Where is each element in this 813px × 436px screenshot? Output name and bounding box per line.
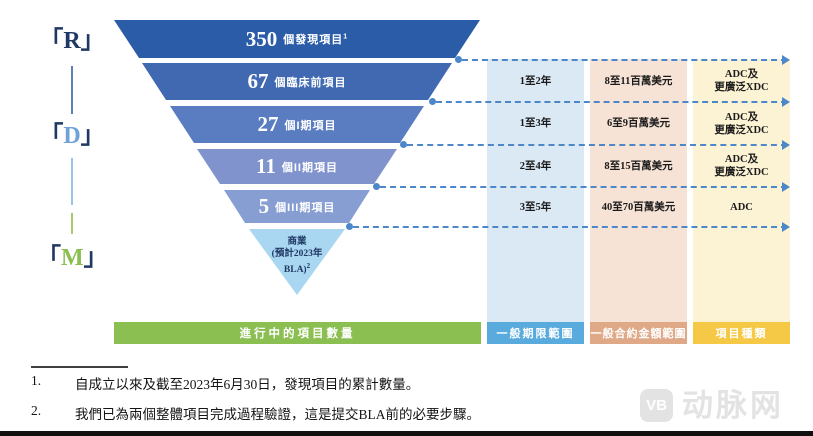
m-letter: M bbox=[61, 245, 84, 271]
ongoing-projects-bar: 進行中的項目數量 bbox=[114, 322, 481, 344]
duration-cell: 3至5年 bbox=[519, 201, 552, 213]
arrow-right-icon bbox=[782, 222, 790, 232]
footnote-marker: 1 bbox=[343, 33, 349, 41]
footnote-number: 2. bbox=[31, 403, 42, 418]
column-duration-range: 1至2年 1至3年 2至4年 3至5年 一般期限範圍 bbox=[487, 59, 584, 344]
bottom-edge-divider bbox=[0, 431, 813, 436]
r-letter: R bbox=[63, 28, 81, 54]
d-stage-label: 「D」 bbox=[37, 122, 107, 150]
contract-value-cell: 8至15百萬美元 bbox=[604, 160, 673, 172]
column-contract-value-range: 8至11百萬美元 6至9百萬美元 8至15百萬美元 40至70百萬美元 一般合約… bbox=[590, 59, 687, 344]
connector-dot bbox=[429, 98, 436, 105]
m-connector-line bbox=[71, 213, 73, 234]
bracket-open: 「 bbox=[37, 245, 61, 271]
m-stage-label: 「M」 bbox=[37, 244, 108, 272]
d-to-m-connector-line bbox=[71, 158, 73, 205]
project-type-column-header: 項目種類 bbox=[693, 322, 790, 344]
stage-count: 11 bbox=[256, 154, 276, 178]
arrow-right-icon bbox=[782, 97, 790, 107]
stage-label: 個臨床前項目 bbox=[274, 76, 347, 89]
dashed-connector bbox=[429, 97, 790, 107]
footnote-2: 2. 我們已為兩個整體項目完成過程驗證，這是提交BLA前的必要步驟。 bbox=[31, 403, 751, 423]
footnote-text: 我們已為兩個整體項目完成過程驗證，這是提交BLA前的必要步驟。 bbox=[75, 407, 480, 422]
project-type-cell: ADC bbox=[730, 201, 753, 213]
watermark-text: 动脉网 bbox=[682, 388, 784, 423]
funnel-stage-discovery: 350 個發現項目1 bbox=[114, 20, 480, 58]
contract-value-cell: 40至70百萬美元 bbox=[601, 201, 676, 213]
duration-column-header: 一般期限範圍 bbox=[487, 322, 584, 344]
bracket-close: 」 bbox=[83, 245, 108, 271]
project-type-cell: ADC及更廣泛XDC bbox=[714, 69, 769, 93]
contract-value-cell: 6至9百萬美元 bbox=[607, 118, 670, 129]
connector-dot bbox=[346, 223, 353, 230]
r-stage-label: 「R」 bbox=[37, 27, 107, 55]
funnel-stage-preclinical: 67 個臨床前項目 bbox=[142, 63, 452, 100]
contract-value-column-header: 一般合約金額範圍 bbox=[590, 322, 687, 344]
dashed-connector bbox=[346, 222, 790, 232]
bracket-open: 「 bbox=[39, 28, 64, 54]
dashed-connector bbox=[455, 55, 790, 65]
arrow-right-icon bbox=[782, 140, 790, 150]
project-type-cell: ADC及更廣泛XDC bbox=[714, 154, 769, 178]
stage-count: 27 bbox=[257, 112, 279, 136]
footnote-marker: 2 bbox=[306, 262, 311, 270]
contract-value-cell: 8至11百萬美元 bbox=[604, 75, 673, 87]
bracket-open: 「 bbox=[39, 123, 64, 149]
watermark: VB 动脉网 bbox=[640, 389, 784, 422]
connector-dot bbox=[400, 141, 407, 148]
connector-dot bbox=[455, 56, 462, 63]
commercial-stage-text: 商業 (預計2023年 BLA)2 bbox=[271, 237, 323, 276]
stage-count: 5 bbox=[258, 194, 270, 218]
dashed-connector bbox=[373, 182, 790, 192]
duration-cell: 1至3年 bbox=[519, 118, 552, 129]
duration-cell: 2至4年 bbox=[519, 160, 552, 172]
r-to-d-connector-line bbox=[71, 66, 73, 114]
funnel-stage-commercial: 商業 (預計2023年 BLA)2 bbox=[249, 229, 345, 295]
stage-label: 個II期項目 bbox=[281, 161, 338, 174]
footnote-number: 1. bbox=[31, 373, 42, 388]
connector-dot bbox=[373, 183, 380, 190]
project-type-cell: ADC及更廣泛XDC bbox=[714, 111, 769, 136]
stage-count: 67 bbox=[247, 69, 269, 93]
stage-label: 個I期項目 bbox=[284, 119, 337, 132]
bracket-close: 」 bbox=[80, 123, 105, 149]
arrow-right-icon bbox=[782, 55, 790, 65]
d-letter: D bbox=[63, 123, 81, 149]
bracket-close: 」 bbox=[80, 28, 105, 54]
vb-logo-icon: VB bbox=[640, 389, 673, 422]
duration-cell: 1至2年 bbox=[519, 75, 552, 87]
funnel-stage-phase3: 5 個III期項目 bbox=[224, 190, 370, 223]
funnel-stage-phase2: 11 個II期項目 bbox=[197, 149, 397, 184]
stage-count: 350 bbox=[245, 26, 278, 51]
footnote-1: 1. 自成立以來及截至2023年6月30日，發現項目的累計數量。 bbox=[31, 373, 751, 393]
stage-label: 個III期項目 bbox=[275, 201, 336, 214]
funnel-stage-phase1: 27 個I期項目 bbox=[170, 106, 424, 143]
footnote-text: 自成立以來及截至2023年6月30日，發現項目的累計數量。 bbox=[75, 377, 420, 392]
dashed-connector bbox=[400, 140, 790, 150]
column-project-type: ADC及更廣泛XDC ADC及更廣泛XDC ADC及更廣泛XDC ADC 項目種… bbox=[693, 59, 790, 344]
stage-label: 個發現項目1 bbox=[283, 33, 349, 46]
footnote-separator bbox=[31, 366, 128, 368]
arrow-right-icon bbox=[782, 182, 790, 192]
